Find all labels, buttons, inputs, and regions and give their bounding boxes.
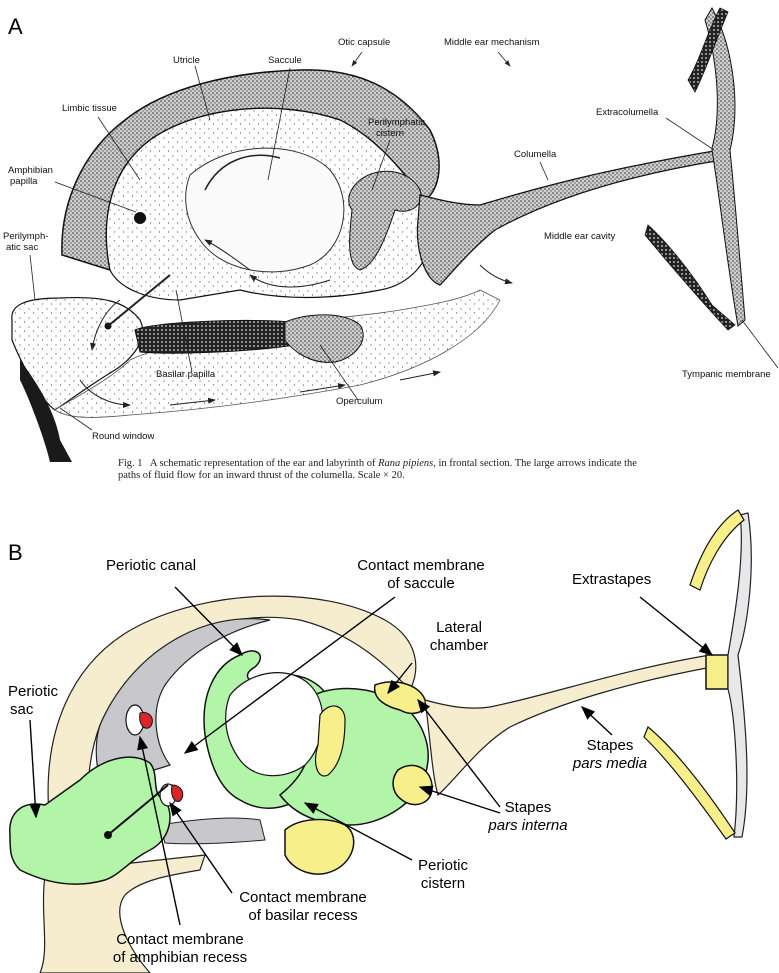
extrastapes-shape	[705, 654, 729, 690]
amphibian-papilla-red	[139, 711, 153, 729]
label-columella: Columella	[514, 149, 557, 160]
panel-b: B Periotic canal Contact membrane of sac…	[0, 495, 779, 973]
label-basilar-papilla: Basilar papilla	[156, 369, 216, 380]
panel-a-drawing	[11, 6, 779, 462]
label-periotic-sac-line1: Periotic	[8, 683, 59, 700]
saccule-inner-line	[204, 154, 281, 191]
operculum-bar-shape	[134, 319, 296, 354]
stapes-pars-media-shape	[424, 654, 713, 797]
flow-arrow-2	[204, 239, 251, 271]
label-perilymphatic-cistern-line1: Perilymphatic	[368, 117, 426, 128]
label-contact-membrane-amphibian-line2: of amphibian recess	[112, 949, 248, 966]
label-saccule: Saccule	[268, 55, 302, 66]
label-perilymphatic-cistern-line2: cistern	[376, 128, 404, 139]
panel-a-label: A	[8, 14, 23, 39]
label-stapes-pars-media-line1: Stapes	[586, 737, 634, 754]
label-periotic-sac-line2: sac	[10, 701, 34, 718]
lateral-chamber-yellow-shape	[315, 705, 346, 777]
flow-arrow-4	[79, 379, 131, 408]
flow-arrow-6	[299, 383, 346, 393]
panel-a: A Utricle Saccule Otic capsule Middle ea…	[3, 6, 779, 482]
caption-text-before: A schematic representation of the ear an…	[149, 458, 376, 469]
extracolumella-shape	[704, 6, 746, 327]
label-stapes-pars-media-line2: pars media	[572, 755, 648, 772]
panel-b-label: B	[8, 540, 23, 565]
label-limbic-tissue: Limbic tissue	[62, 103, 117, 114]
label-perilymphatic-sac-line1: Perilymph-	[3, 231, 49, 242]
perilymphatic-cistern-shape	[348, 170, 422, 271]
label-round-window: Round window	[92, 431, 155, 442]
saccule-interior-shape	[225, 672, 324, 777]
label-amphibian-papilla-line1: Amphibian	[8, 165, 53, 176]
label-stapes-pars-interna-line1: Stapes	[504, 799, 552, 816]
label-contact-membrane-saccule-line2: of saccule	[387, 575, 455, 592]
label-middle-ear-mechanism: Middle ear mechanism	[444, 37, 540, 48]
tympanic-membrane-upper-shape	[687, 7, 729, 93]
label-contact-membrane-basilar-line1: Contact membrane	[239, 889, 367, 906]
tympanic-membrane-lower-shape	[644, 224, 736, 331]
round-window-line-b	[107, 784, 169, 836]
basilar-papilla-red	[171, 784, 184, 802]
tympanic-annulus-lower-shape	[643, 726, 736, 840]
label-periotic-cistern-line2: cistern	[420, 875, 466, 892]
label-tympanic-membrane: Tympanic membrane	[682, 369, 771, 380]
label-contact-membrane-basilar-line2: of basilar recess	[248, 907, 358, 924]
flow-arrow-7	[399, 370, 441, 381]
label-contact-membrane-amphibian-line1: Contact membrane	[116, 931, 244, 948]
label-stapes-pars-interna-line2: pars interna	[488, 817, 568, 834]
label-otic-capsule: Otic capsule	[338, 37, 391, 48]
bone-left-shape	[20, 360, 72, 462]
label-operculum: Operculum	[336, 396, 383, 407]
tympanic-membrane-shape	[727, 512, 752, 838]
lower-tissue-shape	[159, 817, 266, 845]
flow-arrow-3	[90, 299, 121, 351]
flow-arrow-5	[169, 397, 216, 406]
columella-shape	[416, 149, 723, 286]
figure-caption: Fig. 1 A schematic representation of the…	[118, 458, 658, 482]
label-middle-ear-cavity: Middle ear cavity	[544, 231, 616, 242]
periotic-sac-shape	[9, 756, 171, 885]
label-amphibian-papilla-line2: papilla	[10, 176, 38, 187]
label-lateral-chamber-line1: Lateral	[436, 619, 482, 636]
label-extrastapes: Extrastapes	[572, 571, 652, 588]
label-perilymphatic-sac-line2: atic sac	[6, 242, 39, 253]
saccule-shape	[185, 147, 345, 273]
operculum-yellow-shape	[284, 818, 355, 875]
amphibian-papilla-dot	[134, 212, 146, 224]
label-periotic-cistern-line1: Periotic	[417, 857, 469, 874]
label-contact-membrane-saccule-line1: Contact membrane	[357, 557, 485, 574]
caption-text-after: in frontal section. The large arrows ind…	[118, 458, 637, 481]
tympanic-annulus-upper-shape	[689, 509, 745, 591]
label-extracolumella: Extracolumella	[596, 107, 659, 118]
panel-b-drawing	[9, 509, 752, 973]
flow-arrow-1	[249, 274, 331, 288]
round-window-line	[107, 274, 171, 327]
label-utricle: Utricle	[173, 55, 200, 66]
operculum-shape	[284, 314, 364, 363]
label-periotic-canal: Periotic canal	[106, 557, 197, 574]
caption-fig: Fig. 1	[118, 458, 143, 469]
caption-species: Rana pipiens,	[378, 458, 436, 469]
label-lateral-chamber-line2: chamber	[429, 637, 489, 654]
flow-arrow-8	[479, 264, 513, 285]
